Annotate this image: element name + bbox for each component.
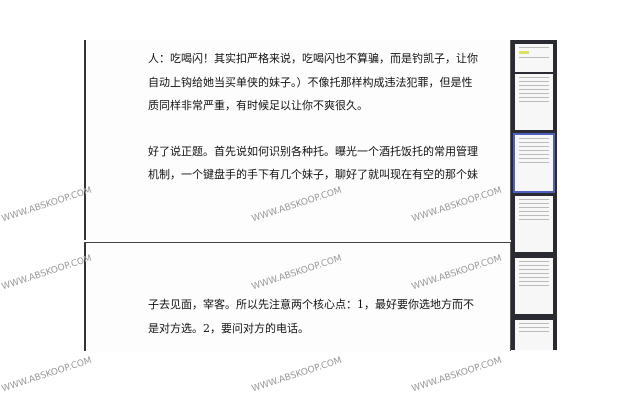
page-thumbnail[interactable] <box>515 320 553 350</box>
document-page-1: 人：吃喝闪！其实扣严格来说，吃喝闪也不算骗，而是钓凯子，让你 自动上钩给她当买单… <box>84 40 511 240</box>
text-line: 人：吃喝闪！其实扣严格来说，吃喝闪也不算骗，而是钓凯子，让你 <box>148 52 478 65</box>
watermark: WWW.ABSKOOP.COM <box>250 355 344 395</box>
watermark: WWW.ABSKOOP.COM <box>0 185 94 225</box>
document-page-2: 子去见面，宰客。所以先注意两个核心点：1，最好要你选地方而不 是对方选。2，要问… <box>84 242 511 351</box>
page-thumbnail[interactable] <box>515 196 553 252</box>
page-thumbnail[interactable] <box>515 44 553 72</box>
text-line: 自动上钩给她当买单侠的妹子。）不像托那样构成违法犯罪，但是性 <box>148 76 473 89</box>
text-line: 好了说正题。首先说如何识别各种托。曝光一个酒托饭托的常用管理 <box>148 145 478 158</box>
text-line: 是对方选。2，要问对方的电话。 <box>148 322 309 335</box>
watermark: WWW.ABSKOOP.COM <box>410 355 504 395</box>
text-line: 子去见面，宰客。所以先注意两个核心点：1，最好要你选地方而不 <box>148 298 474 311</box>
watermark: WWW.ABSKOOP.COM <box>0 253 94 293</box>
page-thumbnail[interactable] <box>515 74 553 130</box>
page-thumbnail-selected[interactable] <box>513 133 555 193</box>
thumbnail-panel[interactable] <box>511 40 557 350</box>
page-thumbnail[interactable] <box>515 258 553 314</box>
text-line: 机制，一个键盘手的手下有几个妹子，聊好了就叫现在有空的那个妹 <box>148 168 478 181</box>
text-line: 质同样非常严重，有时候足以让你不爽很久。 <box>148 99 368 112</box>
watermark: WWW.ABSKOOP.COM <box>0 355 94 395</box>
